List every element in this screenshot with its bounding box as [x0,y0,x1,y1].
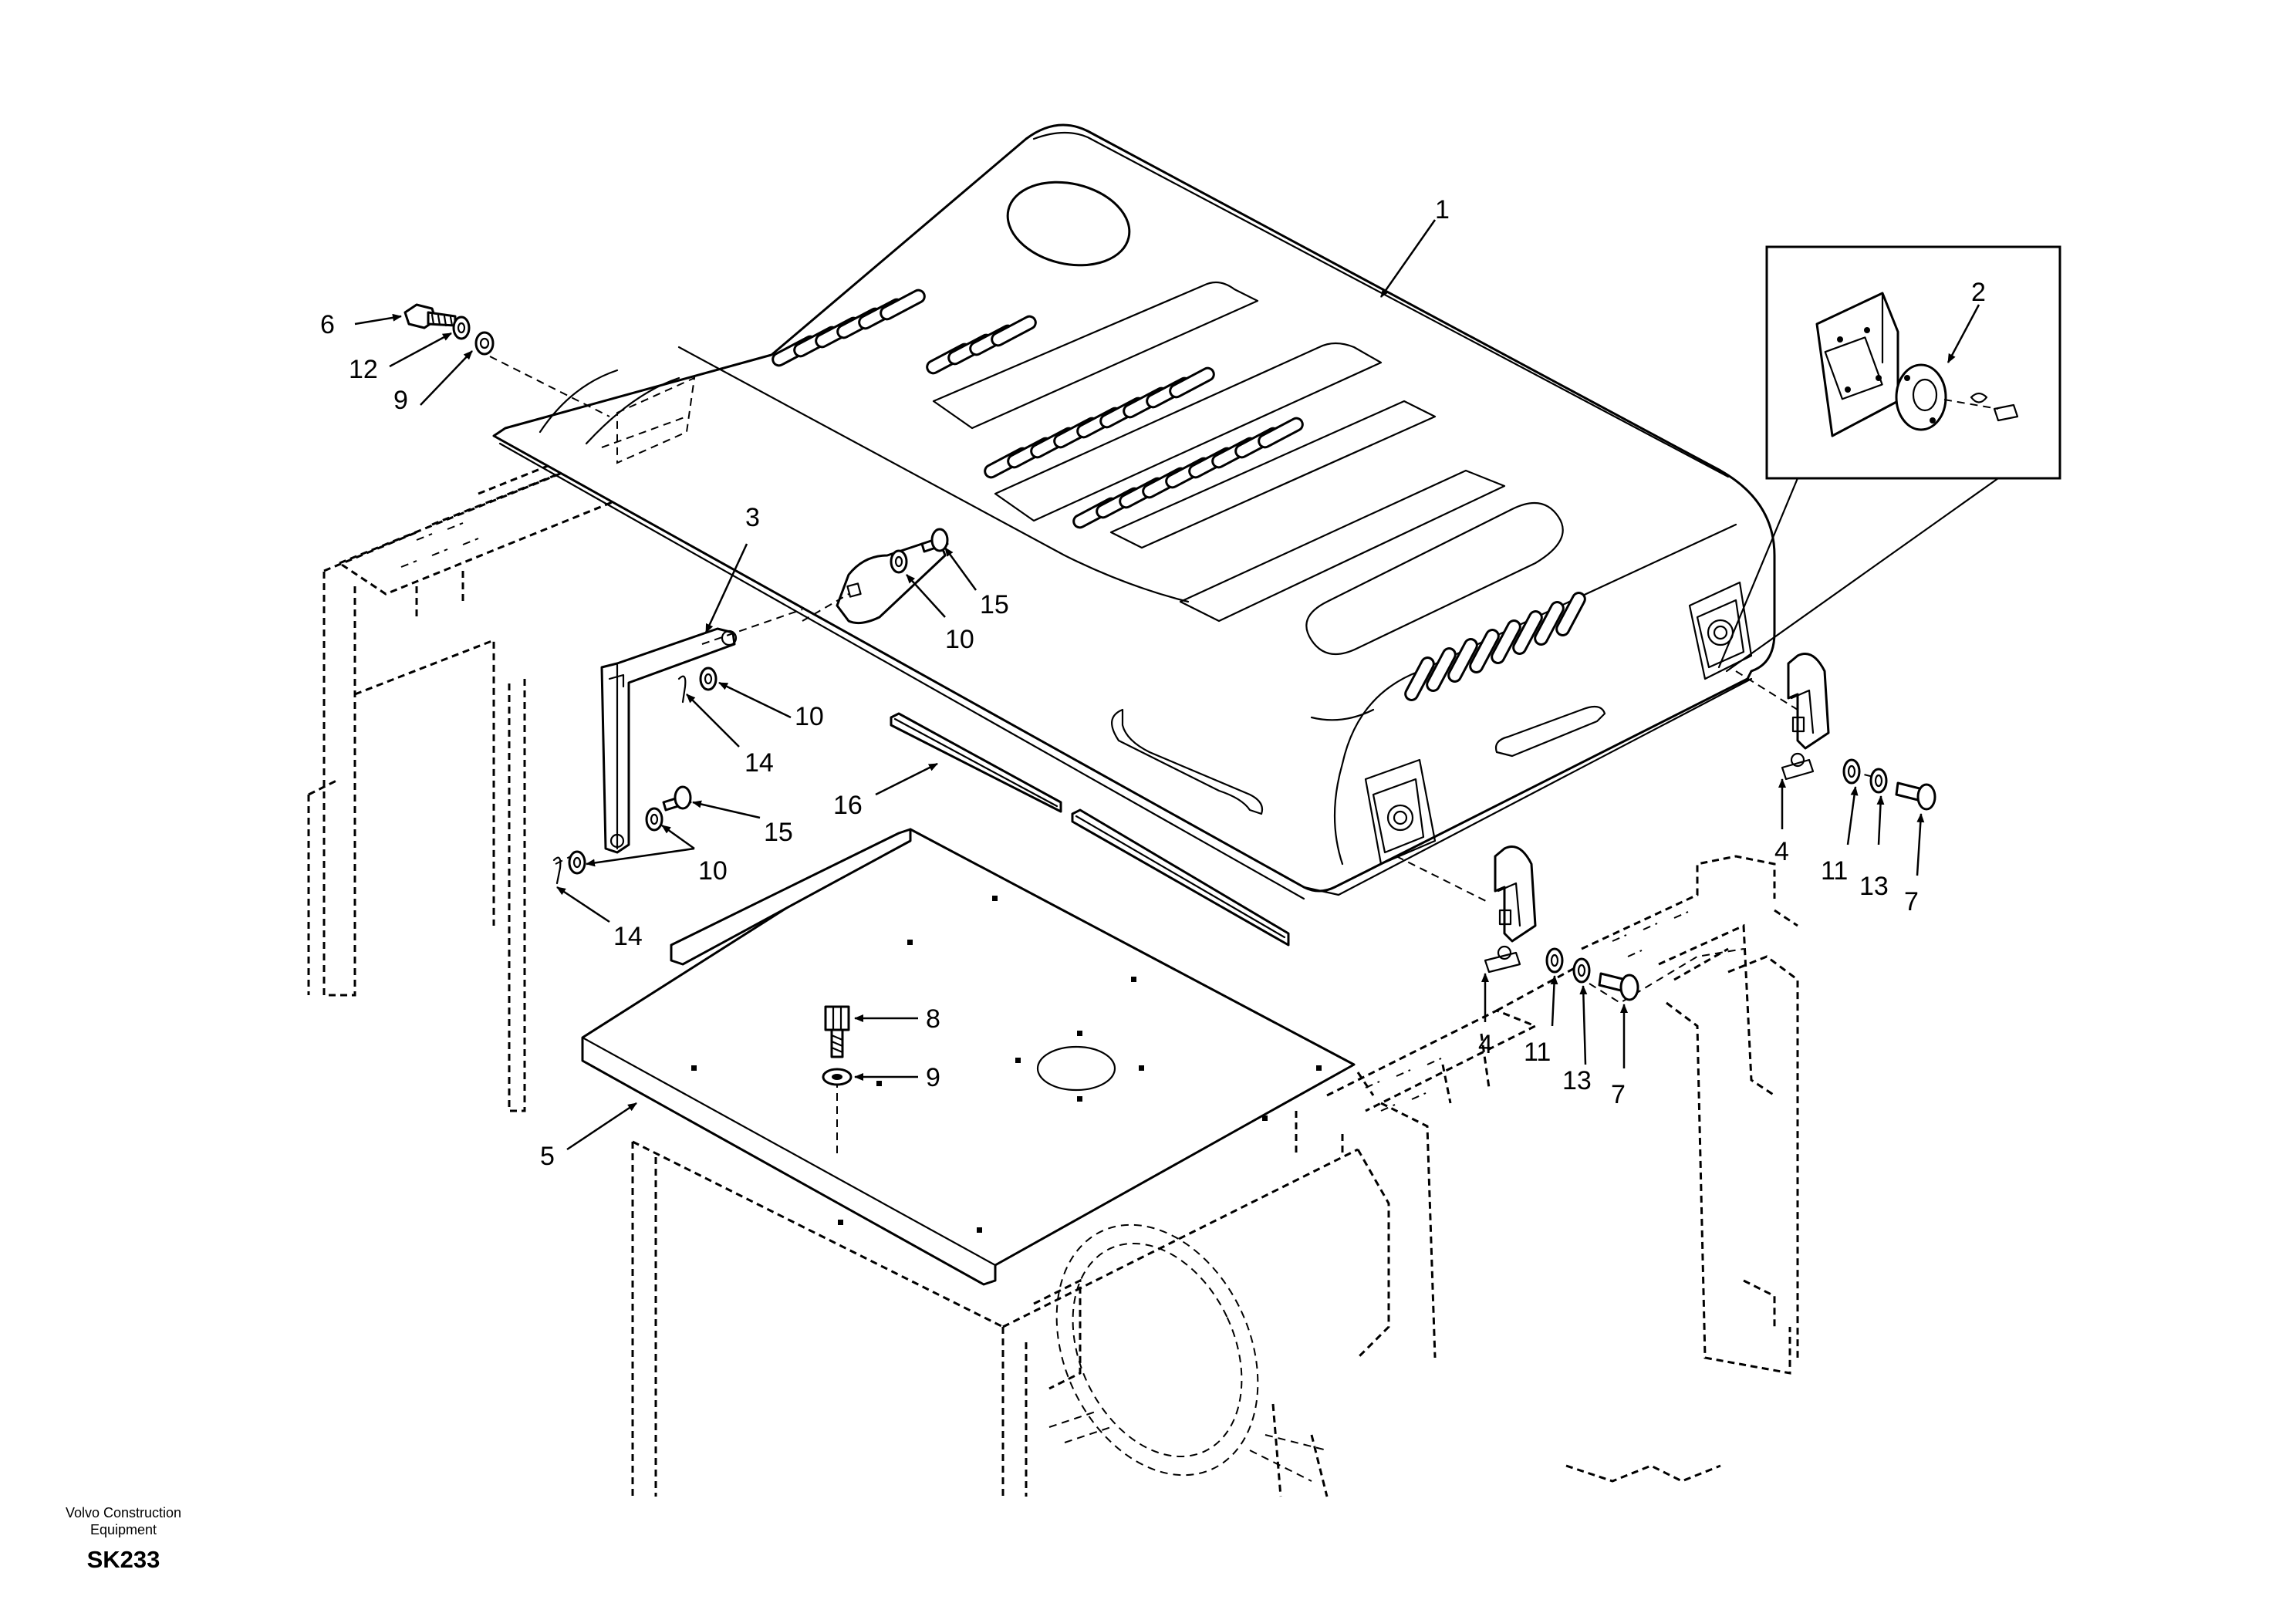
washer-9-deck [822,1068,853,1086]
callout-8: 8 [926,1004,940,1034]
fasteners-left [1545,947,1639,1001]
callout-15-top: 15 [980,590,1009,619]
pin-14-top [677,675,687,704]
callout-16: 16 [833,791,863,820]
callout-10-low: 10 [698,856,728,886]
brand-line-2: Equipment [89,1522,157,1537]
detail-inset [1717,245,2061,673]
callout-3: 3 [745,503,760,532]
hood-vent-slots [772,289,1586,701]
hinge-left [1484,845,1537,974]
callout-7-left: 7 [1611,1080,1626,1109]
callout-4-right: 4 [1774,837,1789,866]
vent-slot [1258,417,1304,449]
vent-slot [1491,619,1521,664]
brand-line-1: Volvo Construction [65,1505,182,1520]
support-strut [600,627,738,854]
callout-14-low: 14 [613,922,643,951]
vent-slot [1534,601,1565,646]
callout-10-top: 10 [945,625,974,654]
callout-2: 2 [1971,278,1986,307]
washer-10-low [568,850,586,875]
washer-10-strut [699,667,718,691]
bolt-8 [824,1005,850,1058]
vent-slot [880,289,926,321]
callout-labels: 1 2 3 4 4 5 6 7 7 8 9 9 10 10 10 11 11 1… [320,195,1986,1171]
bolt-15-mid [662,785,692,812]
fasteners-right [1842,758,1936,811]
callout-9-deck: 9 [926,1063,940,1092]
callout-9-top: 9 [393,386,408,415]
callout-13-right: 13 [1859,872,1889,901]
callout-11-left: 11 [1524,1038,1551,1067]
washer-10-top [890,549,908,574]
cab-frame-dashed [307,430,1799,1497]
washer-9-top [474,331,495,356]
callout-7-right: 7 [1904,887,1919,916]
callout-6: 6 [320,310,335,339]
engine-hood [492,123,1776,900]
vent-slot [1469,629,1500,673]
washer-12 [452,316,471,340]
deck-plate [581,828,1356,1286]
vent-slot [1426,647,1457,692]
vent-slot [991,315,1037,347]
callout-13-left: 13 [1562,1066,1592,1095]
footer-block: Volvo Construction Equipment SK233 [31,1504,216,1574]
pin-14-low [552,856,562,885]
callout-4-left: 4 [1478,1030,1493,1059]
vent-slot [1169,366,1215,399]
vent-slot [1555,592,1586,636]
callout-12: 12 [349,355,378,384]
deck-plate-holes [691,896,1322,1233]
callout-5: 5 [540,1142,555,1171]
vent-slot [1404,656,1435,701]
hinge-right [1781,653,1830,781]
callout-10-strut: 10 [795,702,824,731]
vent-slot [1447,638,1478,683]
bolt-6 [403,303,457,329]
drawing-code: SK233 [86,1546,160,1573]
callout-14-top: 14 [745,748,774,778]
seal-strip [890,712,1290,947]
washer-10-mid [645,807,663,832]
vent-slot [1512,610,1543,655]
bolt-15-top [920,528,949,553]
leader-lines [354,219,1980,1151]
callout-15-mid: 15 [764,818,793,847]
callout-11-right: 11 [1821,856,1848,886]
callout-1: 1 [1435,195,1450,224]
